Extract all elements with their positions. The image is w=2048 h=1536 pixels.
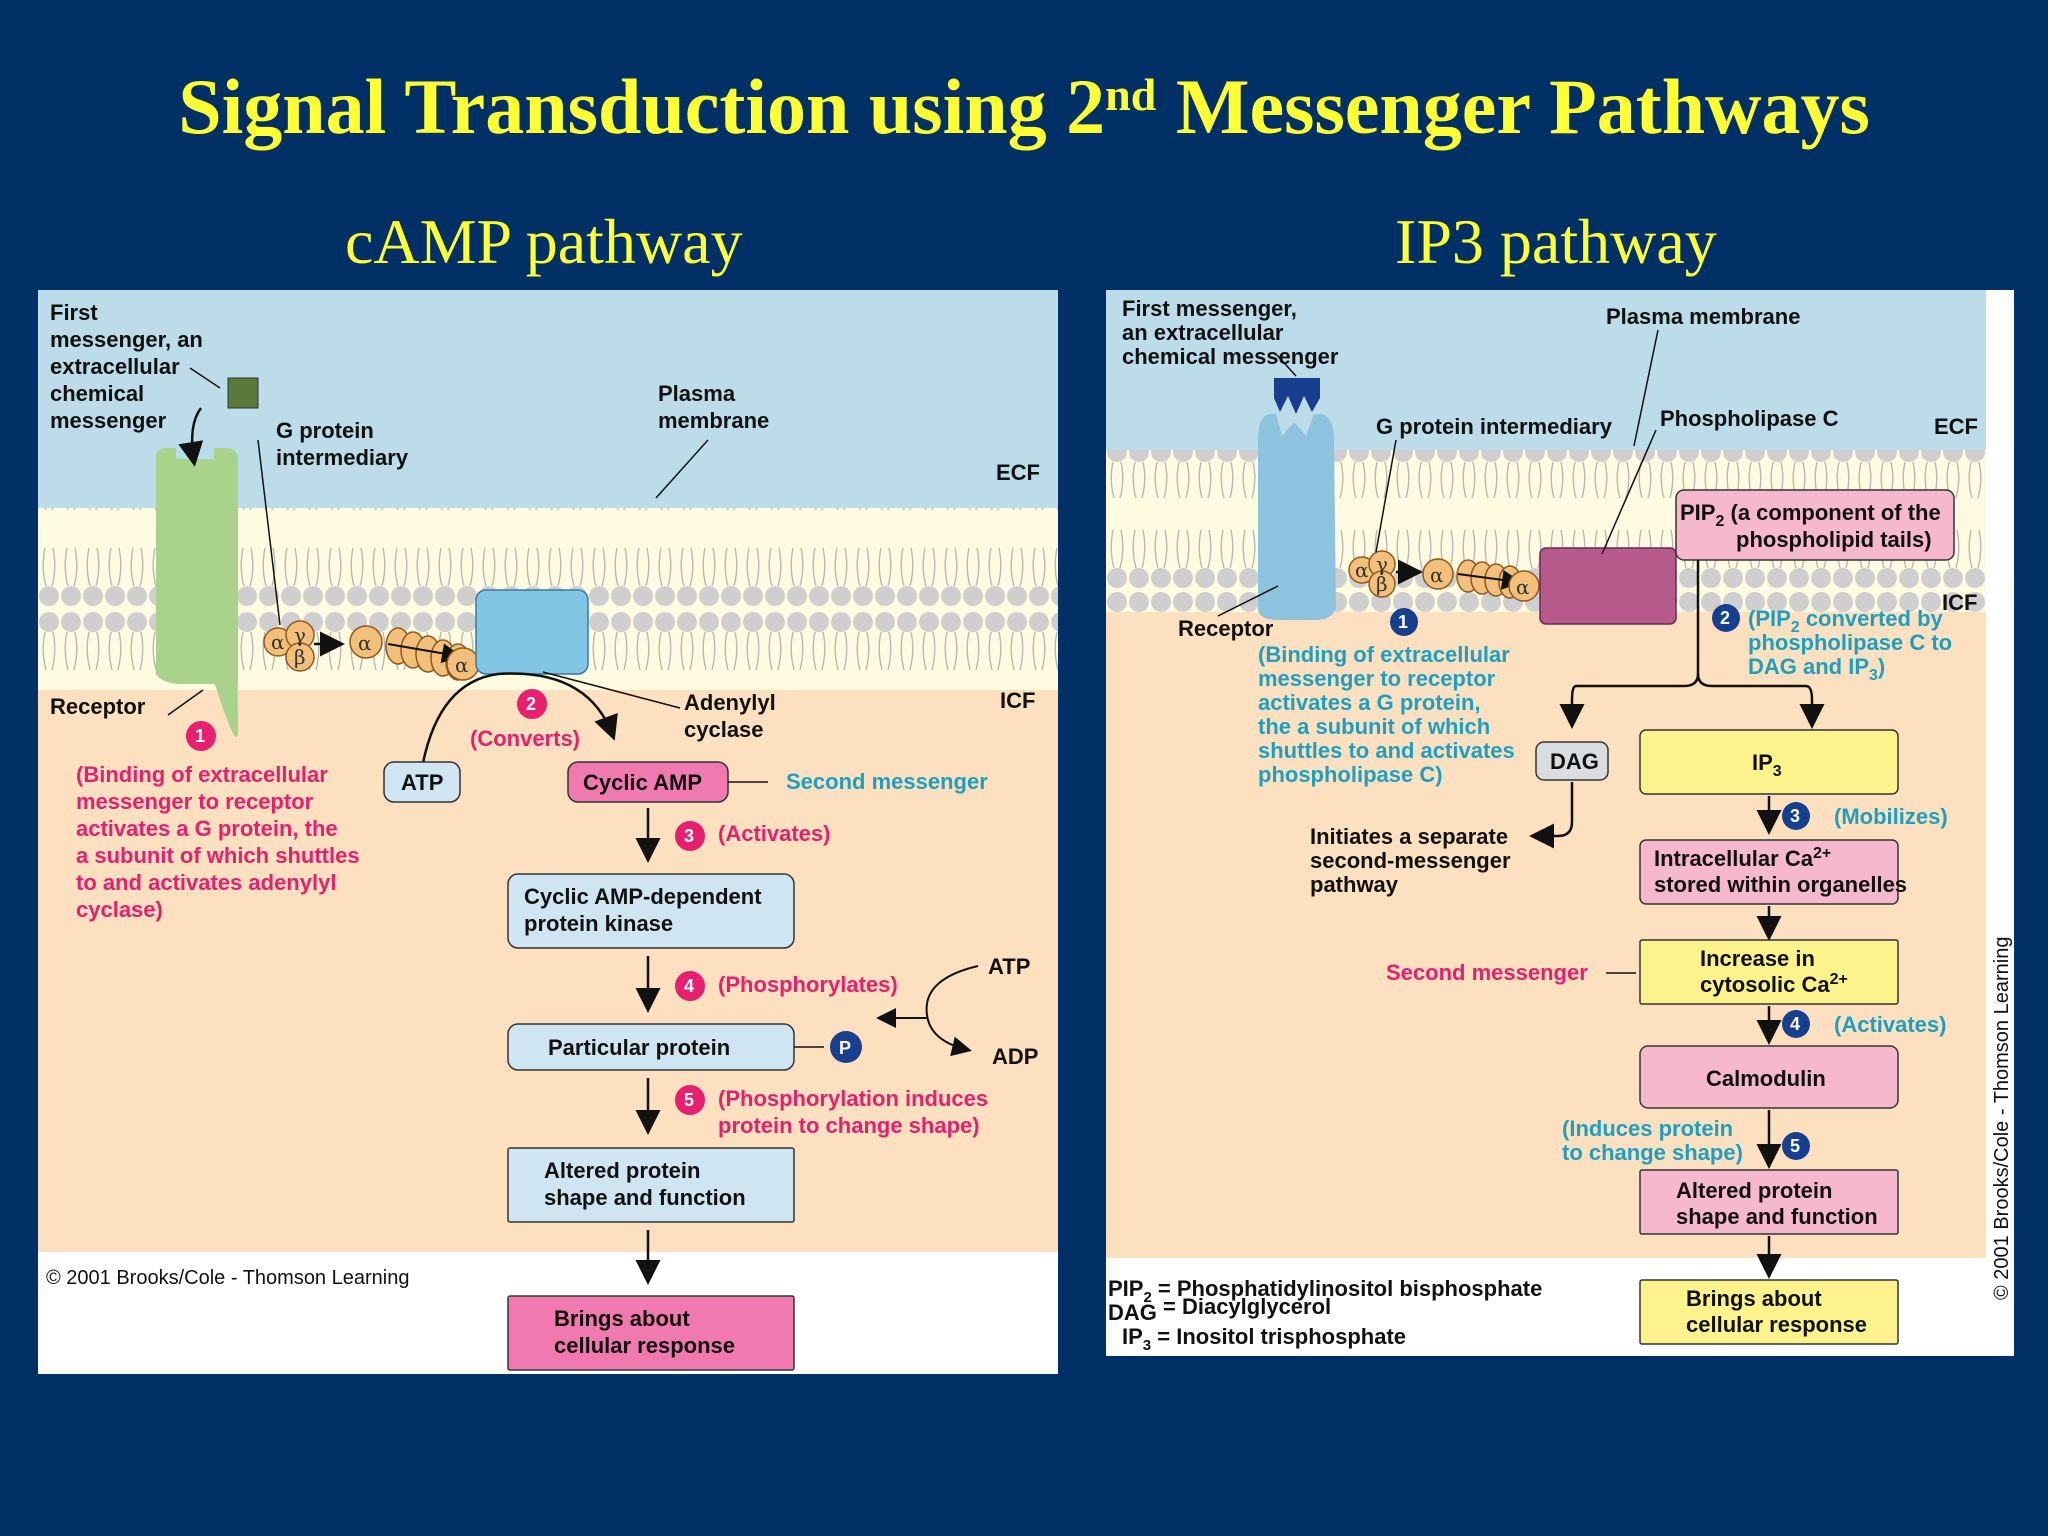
svg-text:α: α [1430,563,1444,587]
increase-ca-box [1639,939,1899,1005]
svg-text:α: α [1355,558,1369,582]
first-messenger-shape [1274,378,1320,414]
step3-description: (Activates) [718,821,830,846]
intracellular-label: Intracellular Ca2+stored within organell… [1654,845,1907,897]
svg-text:γ: γ [294,623,306,647]
svg-text:P: P [839,1038,851,1058]
atp-box [383,761,461,803]
brings-about-box [1639,1279,1899,1345]
svg-text:1: 1 [195,726,205,746]
phosphate-circle [830,1031,862,1063]
g-protein: α γ β [1348,550,1396,598]
calmodulin-box [1639,1045,1899,1109]
camp-copyright: © 2001 Brooks/Cole - Thomson Learning [46,1267,409,1289]
svg-text:α: α [1516,575,1530,599]
svg-text:γ: γ [1376,552,1388,576]
second-messenger-label: Second messenger [786,769,988,794]
intracellular-ca-box [1639,839,1899,905]
svg-text:Calmodulin: Calmodulin [1706,1066,1826,1091]
ecf-label: ECF [996,460,1040,485]
svg-text:α: α [455,653,469,677]
kinase-box [507,873,795,949]
svg-text:1: 1 [1398,612,1408,632]
phospholipase-c-shape [1539,547,1677,625]
svg-text:Cyclic AMP: Cyclic AMP [583,770,702,795]
svg-text:2: 2 [1720,608,1730,628]
slide-title: Signal Transduction using 2nd Messenger … [178,63,1870,150]
svg-text:Particular protein: Particular protein [548,1035,730,1060]
ecf-region [1106,290,1986,460]
altered-protein-box [507,1147,795,1223]
ip3-heading: IP3 pathway [1395,206,1717,277]
svg-text:4: 4 [1790,1014,1800,1034]
altered-protein-box [1639,1169,1899,1235]
icf-region [1106,596,1986,1260]
legend-ip3: IP3 = Inositol trisphosphate [1122,1324,1406,1354]
icf-label: ICF [1942,590,1977,615]
dag-box [1535,741,1609,781]
phospholipase-label: Phospholipase C [1660,406,1839,431]
camp-heading: cAMP pathway [345,206,743,277]
svg-text:β: β [294,645,306,669]
legend-pip2: PIP2 = Phosphatidylinositol bisphosphate [1108,1276,1542,1306]
svg-text:4: 4 [684,976,694,996]
second-messenger-label: Second messenger [1386,960,1588,985]
svg-text:α: α [358,631,372,655]
first-messenger-square [227,377,259,409]
step2-description: (Converts) [470,726,580,751]
atp2-label: ATP [988,954,1030,979]
svg-text:5: 5 [1790,1136,1800,1156]
g-protein: α γ β [263,620,315,672]
step4-description: (Phosphorylates) [718,972,898,997]
brings-about-box [507,1295,795,1371]
svg-text:3: 3 [1790,806,1800,826]
svg-text:ATP: ATP [401,770,443,795]
svg-text:3: 3 [684,826,694,846]
ecf-label: ECF [1934,414,1978,439]
ip3-label: IP3 [1752,750,1782,780]
svg-text:5: 5 [684,1090,694,1110]
svg-text:α: α [271,630,285,654]
adp-label: ADP [992,1044,1038,1069]
pip2-box [1675,489,1955,561]
step4-description: (Activates) [1834,1012,1946,1037]
receptor-shape [1258,414,1336,620]
svg-text:DAG: DAG [1550,749,1599,774]
receptor-label: Receptor [50,694,146,719]
g-protein-label: G protein intermediary [1376,414,1613,439]
svg-text:2: 2 [526,694,536,714]
step3-description: (Mobilizes) [1834,804,1948,829]
legend-dag: DAG = Diacylglycerol [1108,1294,1331,1325]
ip3-copyright: © 2001 Brooks/Cole - Thomson Learning [1991,937,2013,1300]
svg-text:β: β [1376,572,1388,596]
plasma-membrane-label: Plasma membrane [1606,304,1800,329]
receptor-label: Receptor [1178,616,1274,641]
icf-label: ICF [1000,688,1035,713]
adenylyl-cyclase-shape [475,589,589,675]
ip3-box [1639,729,1899,795]
